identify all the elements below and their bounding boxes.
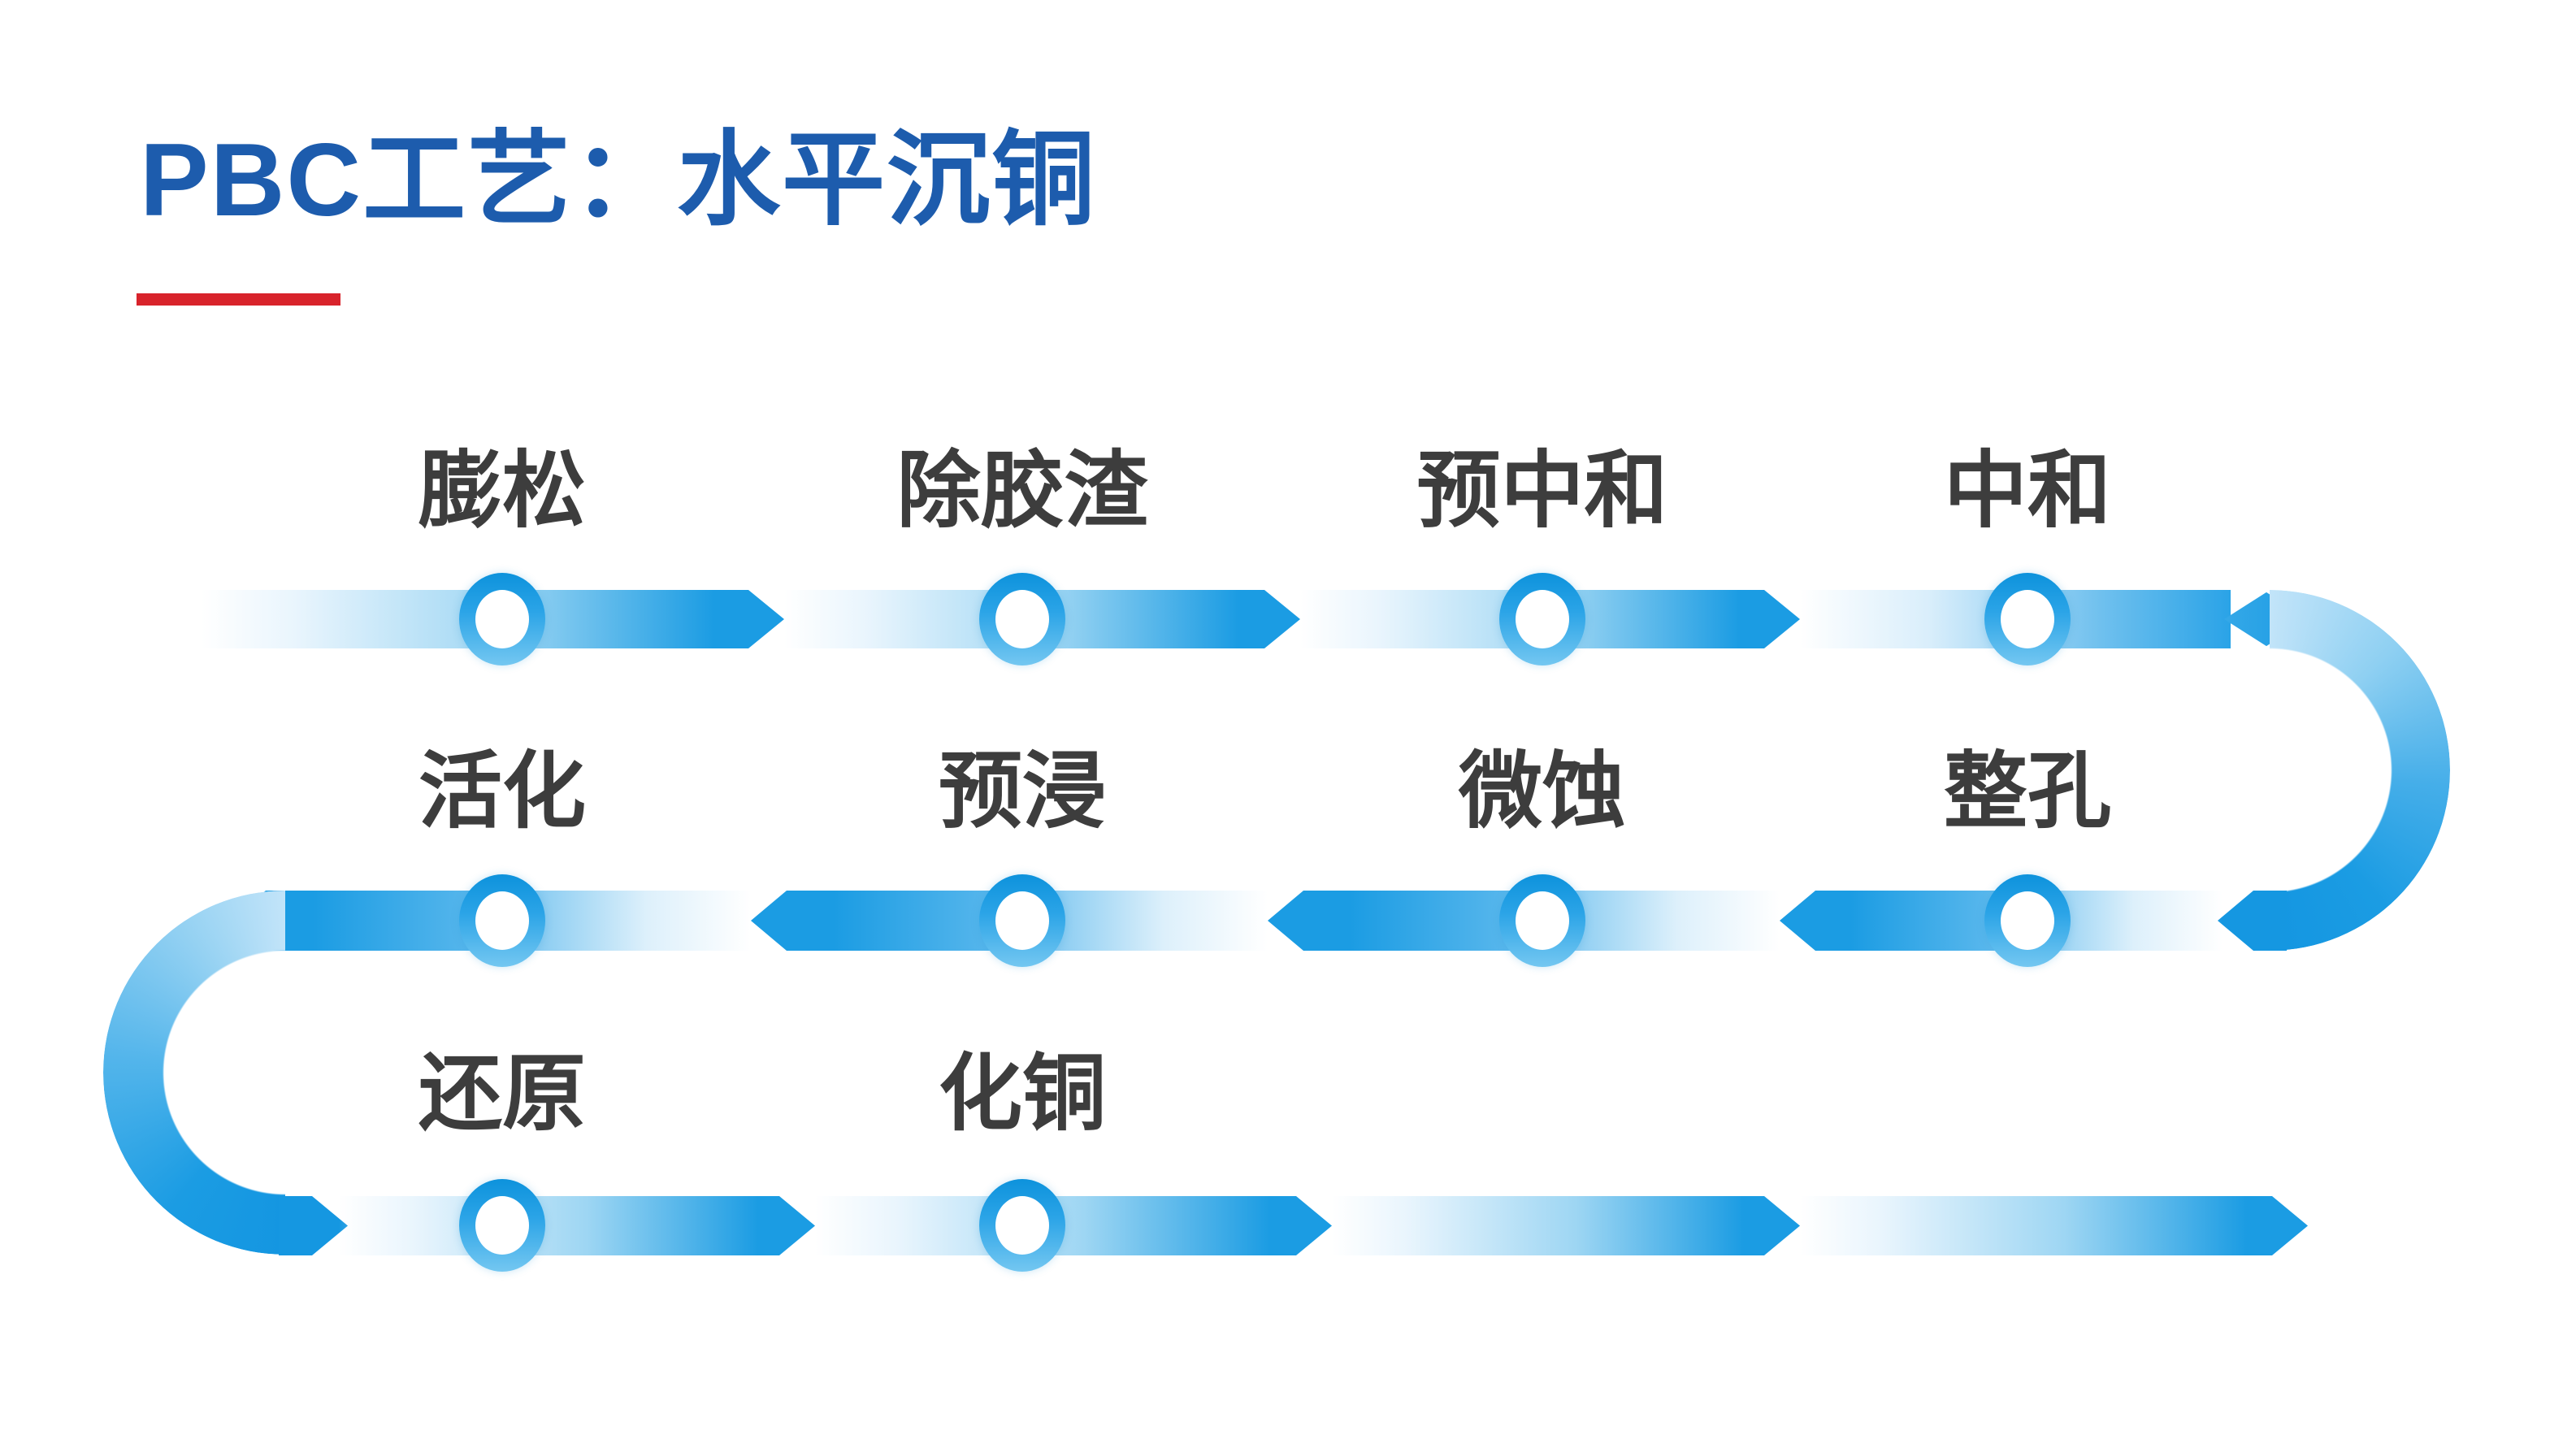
step-label-huanyuan: 还原 [418, 1047, 586, 1140]
flow-segment-arrow-right [1332, 1196, 1800, 1255]
step-label-yujin: 预浸 [939, 744, 1106, 838]
page-title: PBC工艺：水平沉铜 [140, 122, 1097, 237]
step-label-zhengkong: 整孔 [1944, 744, 2111, 838]
step-label-chujiaozha: 除胶渣 [896, 444, 1148, 537]
step-label-huohua: 活化 [418, 744, 586, 838]
step-label-huatong: 化铜 [939, 1047, 1106, 1140]
flow-node [1984, 573, 2071, 665]
title-accent-rule [137, 293, 340, 306]
flow-node [459, 874, 545, 967]
flow-node [1499, 874, 1585, 967]
flow-segment-arrow-right [339, 1196, 815, 1255]
flow-node [979, 874, 1065, 967]
step-label-zhonghe: 中和 [1944, 444, 2111, 537]
flow-node [459, 1179, 545, 1272]
flow-segment-arrow-right [1800, 1196, 2308, 1255]
flow-node [979, 573, 1065, 665]
flow-node [459, 573, 545, 665]
step-label-pengsong: 膨松 [418, 444, 586, 537]
flow-node [1984, 874, 2071, 967]
flow-segment-arrow-right [815, 1196, 1332, 1255]
flow-node [979, 1179, 1065, 1272]
flow-segment-arrow-left [2218, 891, 2287, 951]
step-label-yuzhonghe: 预中和 [1416, 444, 1668, 537]
flow-node [1499, 573, 1585, 665]
step-label-weishi: 微蚀 [1459, 744, 1626, 838]
flow-segment-arrow-right [279, 1196, 348, 1255]
